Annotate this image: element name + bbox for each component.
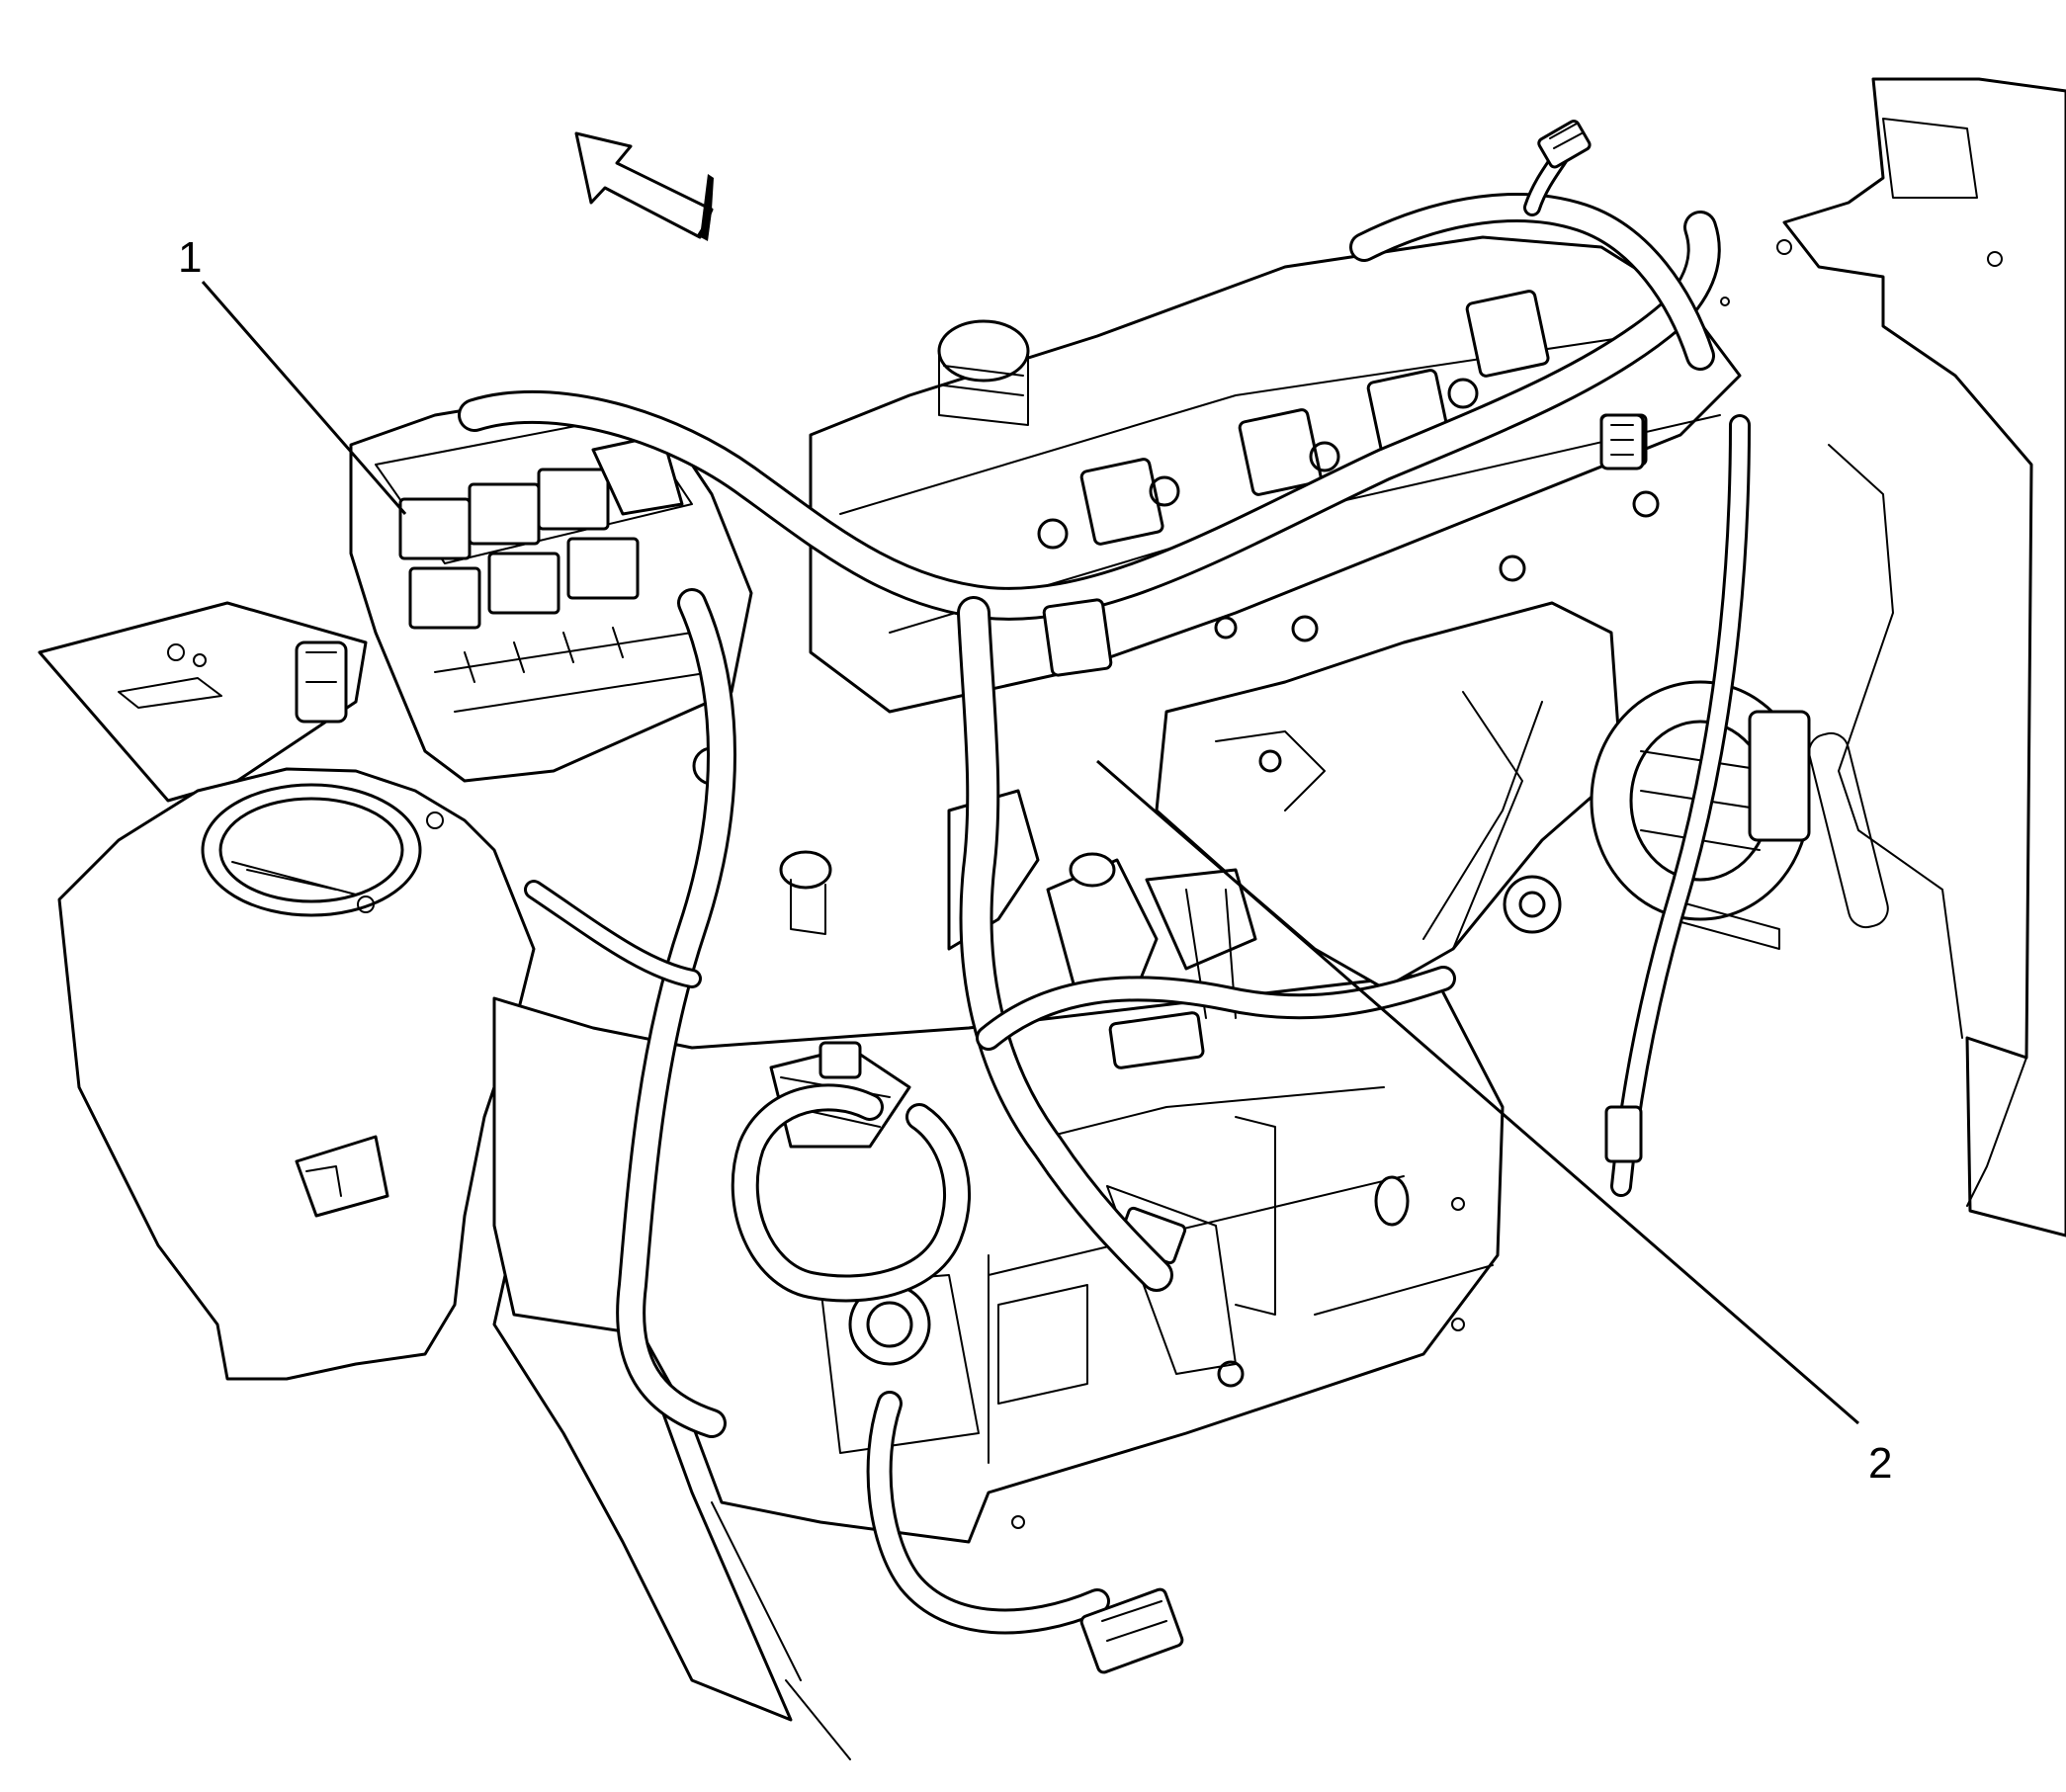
exhaust-heat-shield: [1155, 601, 1623, 990]
callout-leaders: [201, 281, 1859, 1425]
callout-2-label: 2: [1868, 1439, 1892, 1488]
callout-1-leader: [201, 281, 407, 515]
callout-2-leader: [1096, 759, 1859, 1425]
coolant-reservoir: [57, 767, 536, 1381]
fuse-relay-block: [295, 393, 753, 786]
right-fender-panel: [1720, 77, 2066, 1237]
engine-block: [492, 972, 1505, 1544]
front-direction-arrow-icon: [574, 131, 714, 241]
engine-wiring-harness: [458, 119, 1751, 1674]
callout-1-label: 1: [178, 233, 202, 282]
